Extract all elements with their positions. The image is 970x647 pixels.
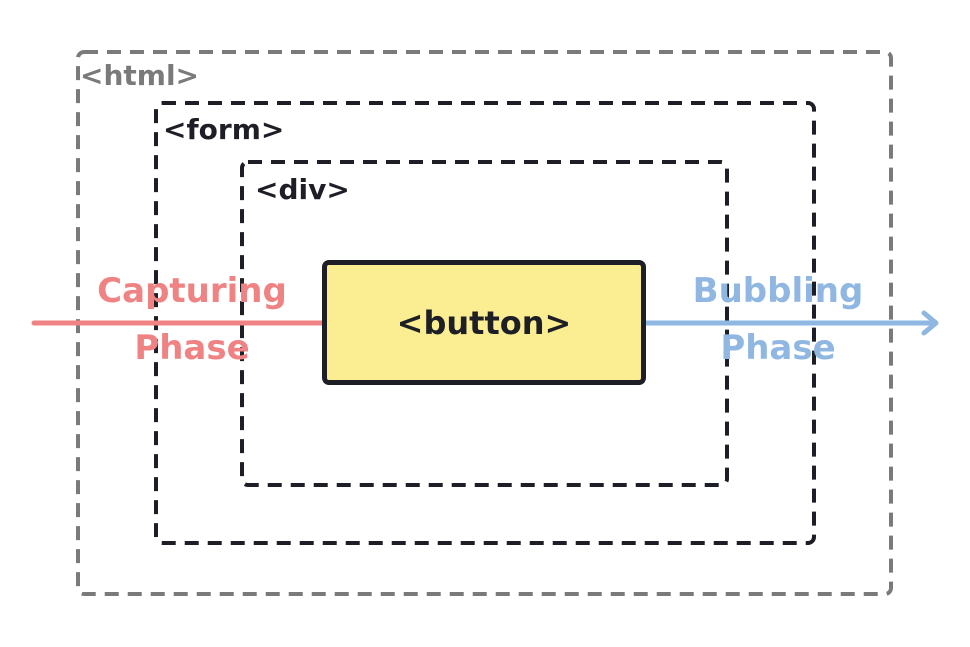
capturing-phase-line2: Phase (134, 328, 250, 368)
bubbling-arrow-head (921, 310, 939, 336)
capturing-phase-label: Capturing Phase (72, 263, 312, 377)
form-tag-label: <form> (163, 113, 285, 146)
capturing-phase-line1: Capturing (97, 271, 287, 311)
div-tag-label: <div> (255, 173, 350, 206)
bubbling-phase-line1: Bubbling (692, 271, 864, 311)
bubbling-phase-label: Bubbling Phase (658, 263, 898, 377)
button-box: <button> (322, 260, 646, 385)
div-box (240, 160, 729, 487)
html-tag-label: <html> (80, 59, 200, 92)
button-tag-label: <button> (396, 303, 572, 342)
bubbling-phase-line2: Phase (720, 328, 836, 368)
